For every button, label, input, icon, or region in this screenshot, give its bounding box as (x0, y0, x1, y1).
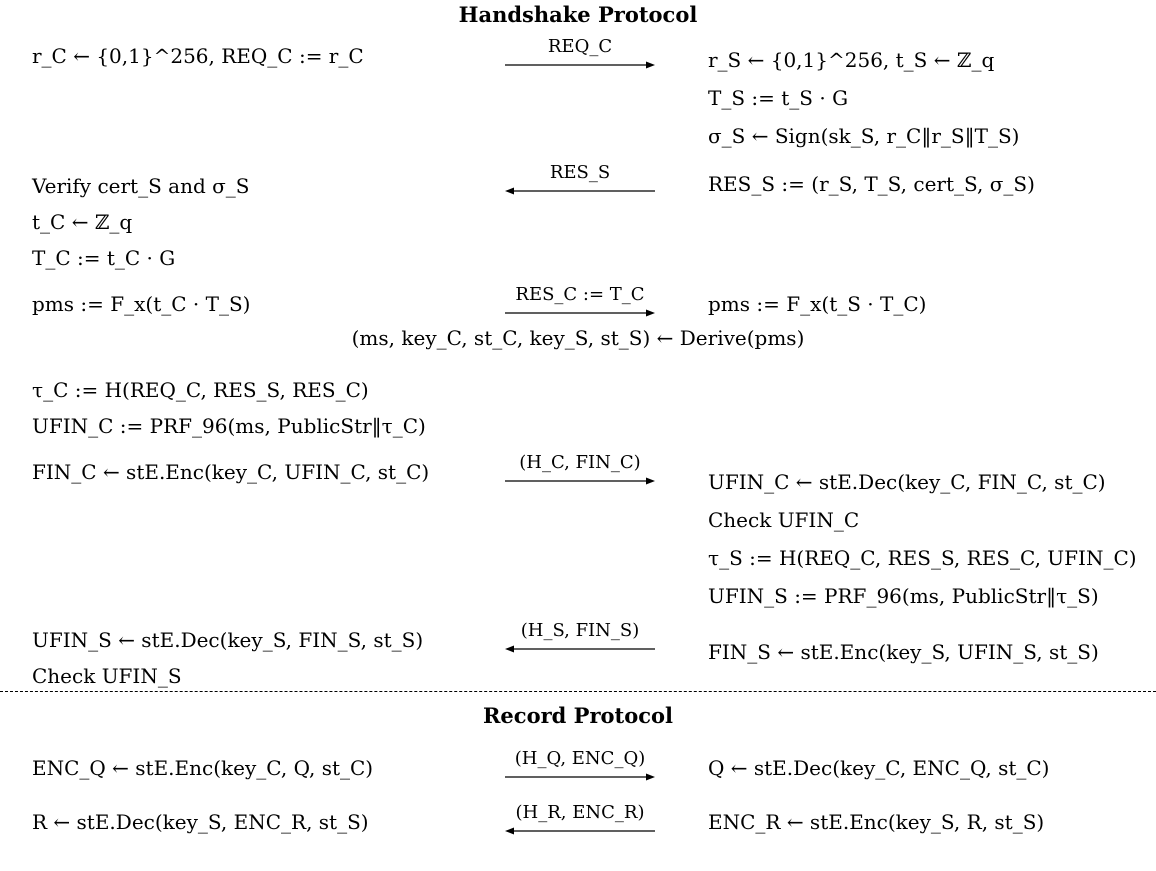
message-arrow-res-c: RES_C := T_C (505, 284, 655, 328)
record-title: Record Protocol (482, 703, 673, 728)
message-label: REQ_C (547, 36, 613, 57)
message-label: RES_S (549, 162, 611, 183)
section-separator (0, 691, 1156, 692)
client-step-12: R ← stE.Dec(key_S, ENC_R, st_S) (32, 810, 369, 834)
server-step-1: r_S ← {0,1}^256, t_S ← ℤ_q (708, 48, 995, 72)
message-label: (H_S, FIN_S) (520, 620, 640, 641)
message-arrow-res-s: RES_S (505, 162, 655, 206)
server-step-2: T_S := t_S · G (708, 86, 849, 110)
client-step-2: Verify cert_S and σ_S (32, 174, 250, 198)
client-step-10: Check UFIN_S (32, 664, 182, 688)
message-label: RES_C := T_C (515, 284, 645, 305)
client-step-5: pms := F_x(t_C · T_S) (32, 292, 251, 316)
server-step-4: RES_S := (r_S, T_S, cert_S, σ_S) (708, 172, 1035, 196)
client-step-11: ENC_Q ← stE.Enc(key_C, Q, st_C) (32, 756, 374, 780)
server-step-11: Q ← stE.Dec(key_C, ENC_Q, st_C) (708, 756, 1050, 780)
message-arrow-fin-s: (H_S, FIN_S) (505, 620, 655, 664)
handshake-title: Handshake Protocol (458, 2, 698, 27)
server-step-8: τ_S := H(REQ_C, RES_S, RES_C, UFIN_C) (708, 546, 1137, 570)
message-label: (H_R, ENC_R) (515, 802, 645, 823)
client-step-8: FIN_C ← stE.Enc(key_C, UFIN_C, st_C) (32, 460, 430, 484)
message-arrow-fin-c: (H_C, FIN_C) (505, 452, 655, 496)
client-step-9: UFIN_S ← stE.Dec(key_S, FIN_S, st_S) (32, 628, 424, 652)
server-step-7: Check UFIN_C (708, 508, 860, 532)
server-step-6: UFIN_C ← stE.Dec(key_C, FIN_C, st_C) (708, 470, 1106, 494)
message-arrow-enc-q: (H_Q, ENC_Q) (505, 748, 655, 792)
server-step-5: pms := F_x(t_S · T_C) (708, 292, 927, 316)
server-step-9: UFIN_S := PRF_96(ms, PublicStr‖τ_S) (708, 584, 1099, 608)
message-arrow-req-c: REQ_C (505, 36, 655, 80)
message-label: (H_C, FIN_C) (519, 452, 641, 473)
message-arrow-enc-r: (H_R, ENC_R) (505, 802, 655, 846)
client-step-6: τ_C := H(REQ_C, RES_S, RES_C) (32, 378, 369, 402)
server-step-3: σ_S ← Sign(sk_S, r_C‖r_S‖T_S) (708, 124, 1020, 148)
server-step-10: FIN_S ← stE.Enc(key_S, UFIN_S, st_S) (708, 640, 1099, 664)
client-step-1: r_C ← {0,1}^256, REQ_C := r_C (32, 44, 364, 68)
client-step-7: UFIN_C := PRF_96(ms, PublicStr‖τ_C) (32, 414, 426, 438)
server-step-12: ENC_R ← stE.Enc(key_S, R, st_S) (708, 810, 1045, 834)
client-step-4: T_C := t_C · G (32, 246, 176, 270)
message-label: (H_Q, ENC_Q) (514, 748, 646, 769)
client-step-3: t_C ← ℤ_q (32, 210, 133, 234)
shared-derive: (ms, key_C, st_C, key_S, st_S) ← Derive(… (351, 326, 805, 350)
